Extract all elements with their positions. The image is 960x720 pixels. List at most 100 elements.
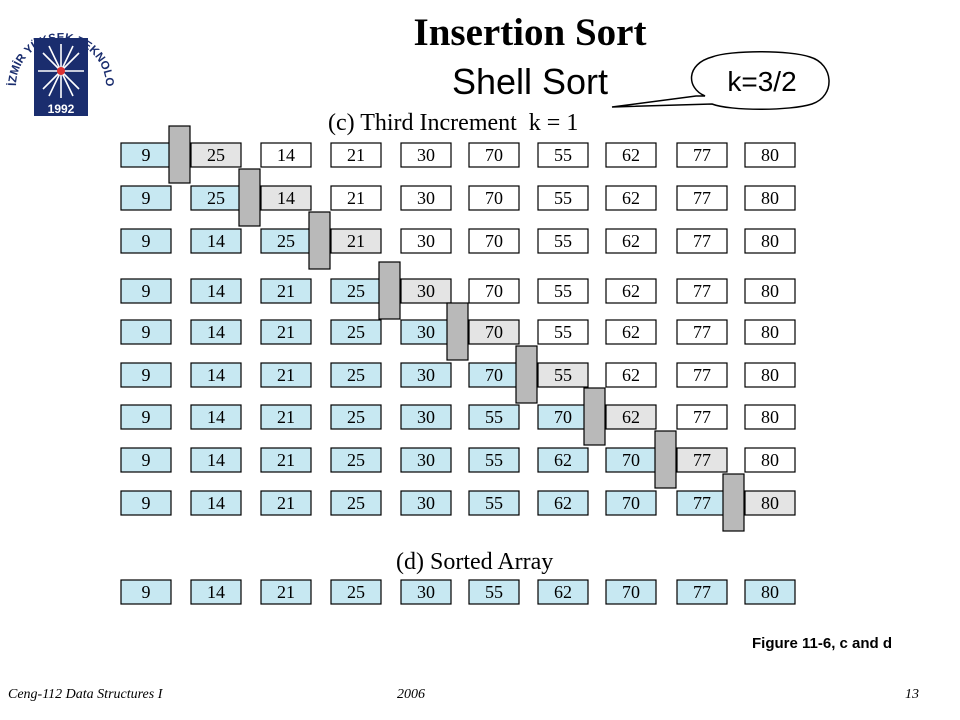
cell-value: 30: [417, 365, 435, 385]
sorted-cell-value: 9: [142, 582, 151, 602]
array-cell: [260, 142, 312, 168]
cell-value: 70: [485, 281, 503, 301]
cell-value: 30: [417, 407, 435, 427]
cell-value: 62: [554, 493, 572, 513]
cell-value: 9: [142, 493, 151, 513]
cell-value: 80: [761, 145, 779, 165]
array-cell: [605, 278, 657, 304]
cell-value: 55: [554, 281, 572, 301]
array-cell: [400, 185, 452, 211]
sorted-cell-value: 14: [207, 582, 225, 602]
array-cell: [676, 228, 728, 254]
array-cell: [120, 447, 172, 473]
cell-value: 55: [485, 407, 503, 427]
array-cell: [468, 490, 520, 516]
array-cell: [744, 228, 796, 254]
cell-value: 9: [142, 450, 151, 470]
array-cell: [605, 447, 657, 473]
array-cell: [605, 319, 657, 345]
array-cell: [330, 490, 382, 516]
logo-star-center: [57, 67, 65, 75]
cell-value: 9: [142, 188, 151, 208]
cell-value: 25: [347, 450, 365, 470]
array-cell: [468, 319, 520, 345]
array-cell: [190, 319, 242, 345]
slide-subtitle: Shell Sort: [451, 61, 609, 102]
cell-value: 62: [622, 365, 640, 385]
sorted-array-label: (d) Sorted Array: [396, 549, 554, 575]
cell-value: 9: [142, 231, 151, 251]
sorted-cell: [605, 579, 657, 605]
array-cell: [120, 404, 172, 430]
array-cell: [605, 185, 657, 211]
sorted-cell-value: 70: [622, 582, 640, 602]
array-cell: [260, 362, 312, 388]
sorted-cell: [468, 579, 520, 605]
sorted-cell: [260, 579, 312, 605]
cell-value: 55: [485, 450, 503, 470]
array-cell: [744, 185, 796, 211]
cell-value: 70: [485, 145, 503, 165]
figure-caption: Figure 11-6, c and d: [752, 635, 893, 652]
wall-marker: [238, 168, 261, 227]
array-cell: [676, 362, 728, 388]
array-cell: [537, 185, 589, 211]
cell-value: 80: [761, 281, 779, 301]
cell-value: 25: [347, 407, 365, 427]
cell-value: 55: [485, 493, 503, 513]
cell-value: 14: [207, 407, 225, 427]
cell-value: 55: [554, 145, 572, 165]
cell-value: 77: [693, 365, 711, 385]
array-cell: [260, 404, 312, 430]
cell-value: 9: [142, 281, 151, 301]
sorted-cell: [537, 579, 589, 605]
array-cell: [605, 404, 657, 430]
logo-year: 1992: [48, 102, 75, 116]
cell-value: 77: [693, 281, 711, 301]
cell-value: 80: [761, 188, 779, 208]
array-cell: [400, 278, 452, 304]
cell-value: 21: [347, 188, 365, 208]
array-cell: [676, 185, 728, 211]
array-cell: [330, 447, 382, 473]
cell-value: 80: [761, 450, 779, 470]
array-cell: [744, 362, 796, 388]
cell-value: 77: [693, 188, 711, 208]
cell-value: 25: [277, 231, 295, 251]
array-cell: [676, 404, 728, 430]
cell-value: 70: [622, 450, 640, 470]
array-cell: [537, 447, 589, 473]
array-cell: [744, 278, 796, 304]
cell-value: 80: [761, 365, 779, 385]
cell-value: 77: [693, 231, 711, 251]
wall-marker: [583, 387, 606, 446]
wall-marker: [722, 473, 745, 532]
wall-marker: [515, 345, 538, 404]
cell-value: 70: [485, 365, 503, 385]
array-cell: [260, 447, 312, 473]
sorted-cell-value: 55: [485, 582, 503, 602]
array-cell: [330, 362, 382, 388]
cell-value: 21: [277, 450, 295, 470]
array-cell: [468, 404, 520, 430]
array-cell: [190, 228, 242, 254]
array-cell: [190, 142, 242, 168]
wall-marker: [378, 261, 401, 320]
array-cell: [260, 278, 312, 304]
cell-value: 77: [693, 450, 711, 470]
sorted-cell: [676, 579, 728, 605]
wall-marker: [446, 302, 469, 361]
array-cell: [605, 228, 657, 254]
array-cell: [676, 278, 728, 304]
array-cell: [190, 447, 242, 473]
array-cell: [676, 319, 728, 345]
cell-value: 25: [347, 365, 365, 385]
footer-year: 2006: [397, 687, 425, 702]
callout-text: k=3/2: [727, 66, 797, 97]
sorted-cell-value: 77: [693, 582, 711, 602]
array-cell: [676, 490, 728, 516]
sorted-cell-value: 30: [417, 582, 435, 602]
array-cell: [260, 185, 312, 211]
sorted-cell: [400, 579, 452, 605]
array-cell: [468, 278, 520, 304]
